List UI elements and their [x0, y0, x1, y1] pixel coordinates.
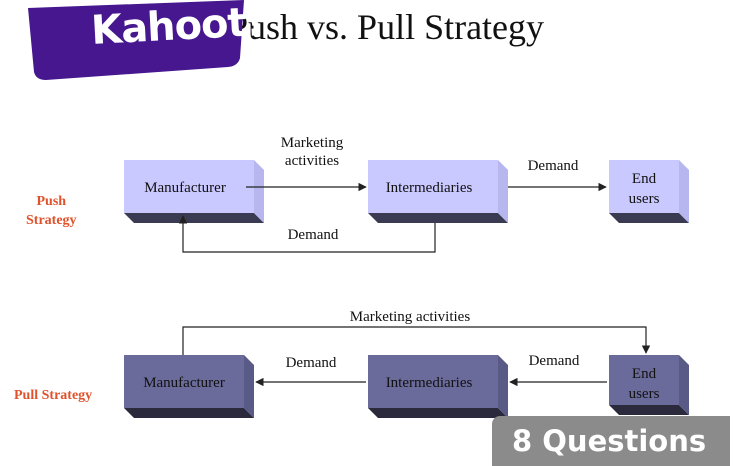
pull-demand-right-label: Demand — [529, 353, 580, 369]
pull-end-users-label-1: End — [632, 366, 657, 382]
pull-end-users-box: End users — [609, 355, 689, 415]
push-manufacturer-label: Manufacturer — [144, 180, 226, 196]
kahoot-logo: Kahoot! — [28, 0, 264, 80]
pull-marketing-label: Marketing activities — [350, 309, 471, 325]
push-strategy-label: Push Strategy — [26, 192, 77, 230]
question-count-badge: 8 Questions — [492, 416, 730, 466]
push-demand-top-label: Demand — [528, 158, 579, 174]
push-strategy-label-line1: Push — [36, 194, 67, 209]
page-title: Push vs. Pull Strategy — [228, 7, 545, 47]
push-end-users-label-2: users — [629, 191, 660, 207]
pull-marketing-arrow — [182, 326, 651, 355]
pull-intermediaries-box: Intermediaries — [368, 355, 508, 418]
push-end-users-box: End users — [609, 160, 689, 223]
pull-intermediaries-label: Intermediaries — [386, 375, 473, 391]
push-strategy-label-line2: Strategy — [26, 213, 77, 228]
push-intermediaries-box: Intermediaries — [368, 160, 508, 223]
push-demand-bottom-label: Demand — [288, 227, 339, 243]
pull-demand-left-label: Demand — [286, 355, 337, 371]
push-end-users-label-1: End — [632, 171, 657, 187]
push-manufacturer-box: Manufacturer — [124, 160, 264, 223]
push-intermediaries-label: Intermediaries — [386, 180, 473, 196]
pull-manufacturer-label: Manufacturer — [143, 375, 225, 391]
logo-badge-shape — [28, 0, 244, 80]
pull-end-users-label-2: users — [629, 386, 660, 402]
push-demand-feedback-arrow — [178, 215, 436, 253]
pull-strategy-label: Pull Strategy — [14, 388, 93, 403]
push-marketing-label-1: Marketing — [281, 135, 344, 151]
push-marketing-label-2: activities — [285, 153, 339, 169]
pull-manufacturer-box: Manufacturer — [124, 355, 254, 418]
question-count-text: 8 Questions — [512, 424, 707, 458]
